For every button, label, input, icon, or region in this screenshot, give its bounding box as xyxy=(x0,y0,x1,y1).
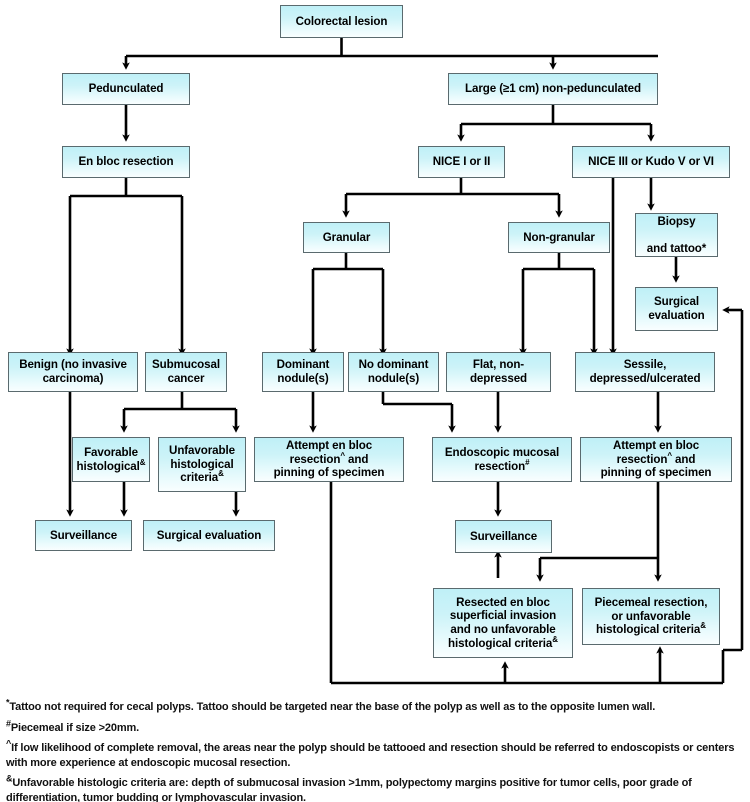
node-nice-i-or-ii[interactable]: NICE I or II xyxy=(418,146,505,178)
footnote-symbol: # xyxy=(6,717,11,728)
node-surveillance-mid[interactable]: Surveillance xyxy=(455,520,552,553)
node-label: Sessile, depressed/ulcerated xyxy=(589,358,701,385)
node-label: Pedunculated xyxy=(88,82,164,96)
node-surgical-evaluation-right[interactable]: Surgical evaluation xyxy=(635,287,718,331)
footnote-unfavorable-criteria: &Unfavorable histologic criteria are: de… xyxy=(6,773,746,802)
node-non-granular[interactable]: Non-granular xyxy=(508,222,610,253)
node-label: Submucosal cancer xyxy=(152,358,220,385)
node-label: NICE III or Kudo V or VI xyxy=(588,155,714,169)
footnote-symbol: ^ xyxy=(6,738,12,749)
node-label: En bloc resection xyxy=(78,155,174,169)
node-benign-no-invasive-carcinoma[interactable]: Benign (no invasive carcinoma) xyxy=(8,352,138,392)
node-surveillance-left[interactable]: Surveillance xyxy=(35,520,132,551)
footnote-text: Unfavorable histologic criteria are: dep… xyxy=(6,777,692,802)
node-label: Surveillance xyxy=(469,529,538,543)
footnote-text: Tattoo not required for cecal polyps. Ta… xyxy=(9,701,656,713)
node-pedunculated[interactable]: Pedunculated xyxy=(62,73,190,105)
node-flat-non-depressed[interactable]: Flat, non-depressed xyxy=(446,352,551,392)
footnote-text: If low likelihood of complete removal, t… xyxy=(6,742,735,769)
node-label: Dominant nodule(s) xyxy=(276,358,330,385)
node-label: Surveillance xyxy=(49,528,118,542)
node-label: Flat, non-depressed xyxy=(469,358,528,385)
footnotes: *Tattoo not required for cecal polyps. T… xyxy=(6,697,746,802)
footnote-text: Piecemeal if size >20mm. xyxy=(10,721,140,734)
node-no-dominant-nodules[interactable]: No dominant nodule(s) xyxy=(348,352,439,392)
node-sessile-depressed-ulcerated[interactable]: Sessile, depressed/ulcerated xyxy=(575,352,715,392)
footnote-tattoo: *Tattoo not required for cecal polyps. T… xyxy=(6,697,746,715)
node-colorectal-lesion[interactable]: Colorectal lesion xyxy=(280,5,403,38)
footnote-piecemeal: #Piecemeal if size >20mm. xyxy=(6,717,746,736)
footnote-low-likelihood: ^If low likelihood of complete removal, … xyxy=(6,738,746,770)
node-submucosal-cancer[interactable]: Submucosal cancer xyxy=(145,352,227,392)
node-label: No dominant nodule(s) xyxy=(358,358,429,385)
node-label: Benign (no invasive carcinoma) xyxy=(19,358,127,385)
node-en-bloc-resection[interactable]: En bloc resection xyxy=(62,146,190,178)
node-label: Non-granular xyxy=(523,230,595,244)
node-nice-iii-or-kudo[interactable]: NICE III or Kudo V or VI xyxy=(572,146,730,178)
node-surgical-evaluation-left[interactable]: Surgical evaluation xyxy=(143,520,275,551)
node-label: Large (≥1 cm) non-pedunculated xyxy=(465,82,641,96)
node-label: Surgical evaluation xyxy=(648,295,705,322)
node-label: Colorectal lesion xyxy=(295,14,388,28)
node-label: Granular xyxy=(322,230,371,244)
footnote-symbol: & xyxy=(6,773,13,784)
node-large-non-pedunculated[interactable]: Large (≥1 cm) non-pedunculated xyxy=(448,73,658,105)
node-label: NICE I or II xyxy=(432,155,491,169)
node-label: Surgical evaluation xyxy=(156,528,262,542)
footnote-symbol: * xyxy=(6,697,10,708)
node-granular[interactable]: Granular xyxy=(303,222,390,253)
node-dominant-nodules[interactable]: Dominant nodule(s) xyxy=(262,352,344,392)
